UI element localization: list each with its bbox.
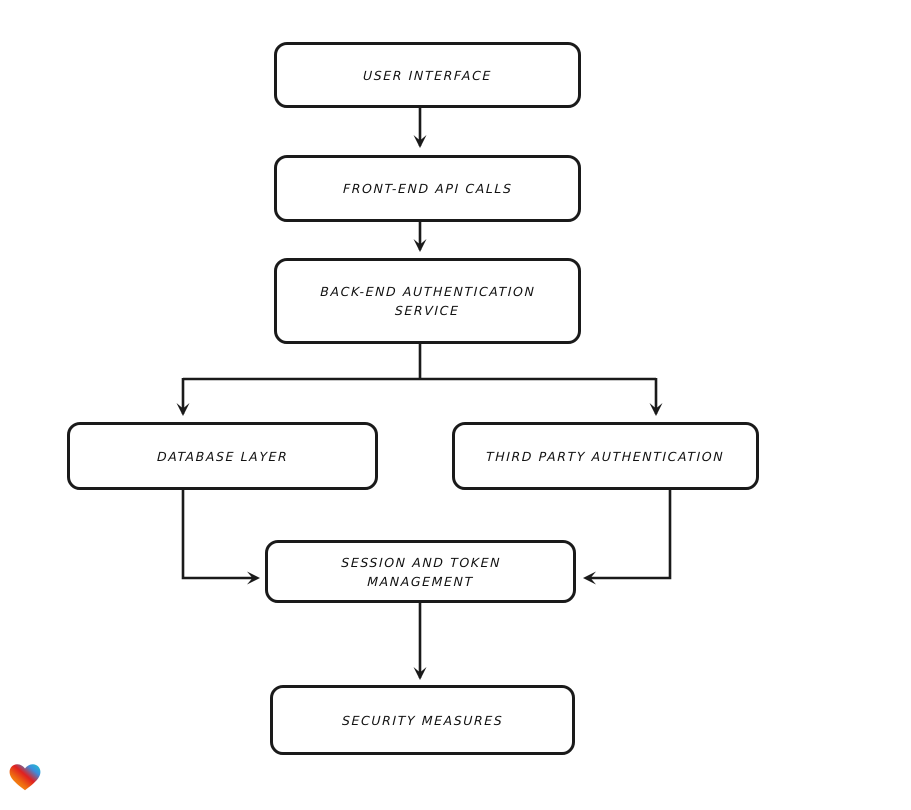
edge-session-to-security bbox=[413, 603, 427, 680]
node-third-party-authentication[interactable]: THIRD PARTY AUTHENTICATION bbox=[452, 422, 759, 490]
node-session-and-token-management[interactable]: SESSION AND TOKEN MANAGEMENT bbox=[265, 540, 576, 603]
edge-backend-to-thirdparty bbox=[649, 378, 663, 416]
edge-backend-split-trunk bbox=[183, 344, 656, 381]
node-frontend-api-calls-label: FRONT-END API CALLS bbox=[342, 181, 513, 196]
node-backend-authentication-service[interactable]: BACK-END AUTHENTICATION SERVICE bbox=[274, 258, 581, 344]
node-database-layer-label: DATABASE LAYER bbox=[156, 448, 289, 464]
edge-backend-to-database bbox=[176, 378, 190, 416]
node-user-interface-label: USER INTERFACE bbox=[362, 67, 493, 83]
heart-icon bbox=[9, 764, 41, 791]
node-third-party-authentication-label: THIRD PARTY AUTHENTICATION bbox=[486, 448, 725, 464]
edge-ui-to-api bbox=[413, 108, 427, 148]
node-user-interface[interactable]: USER INTERFACE bbox=[274, 42, 581, 108]
node-database-layer[interactable]: DATABASE LAYER bbox=[67, 422, 378, 490]
edge-database-to-session bbox=[181, 490, 260, 585]
node-backend-authentication-service-label: BACK-END AUTHENTICATION SERVICE bbox=[319, 284, 536, 318]
node-security-measures[interactable]: SECURITY MEASURES bbox=[270, 685, 575, 755]
node-security-measures-label: SECURITY MEASURES bbox=[341, 712, 504, 728]
node-frontend-api-calls[interactable]: FRONT-END API CALLS bbox=[274, 155, 581, 222]
edge-api-to-backend bbox=[413, 222, 427, 252]
edge-thirdparty-to-session bbox=[583, 490, 672, 585]
node-session-and-token-management-label: SESSION AND TOKEN MANAGEMENT bbox=[340, 554, 501, 589]
